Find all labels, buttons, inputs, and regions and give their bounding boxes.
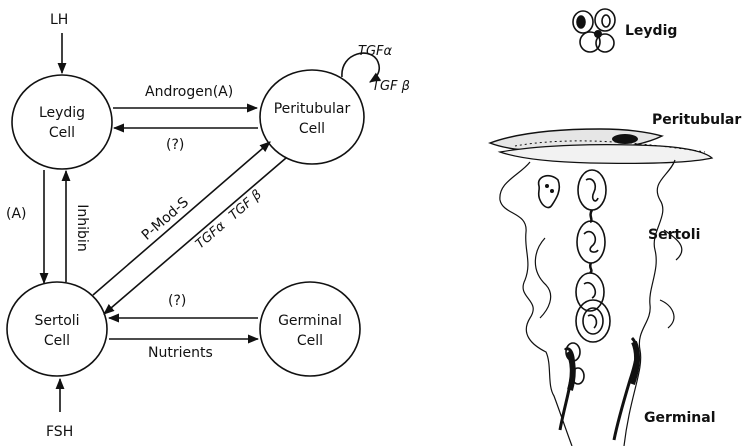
peritubular-illustration-label: Peritubular	[652, 112, 741, 128]
tubule-illustration: Leydig Peritubular Sertoli	[488, 8, 741, 446]
tgf-to-sertoli-arrow	[103, 157, 287, 315]
interaction-diagram: LH Leydig Cell Peritubular Cell Sertoli …	[6, 12, 410, 440]
peritubular-cell-label-line2: Cell	[299, 121, 325, 137]
sertoli-cell-outline	[499, 159, 683, 446]
unknown-top-label: (?)	[166, 137, 184, 153]
sertoli-cell-node: Sertoli Cell	[6, 281, 108, 377]
nutrients-label: Nutrients	[148, 345, 213, 361]
androgen-label: Androgen(A)	[145, 84, 233, 100]
leydig-cell-node: Leydig Cell	[11, 74, 113, 170]
sertoli-illustration-label: Sertoli	[648, 227, 700, 243]
tgf-self-loop-arrow	[341, 52, 381, 83]
sertoli-cell-label-line1: Sertoli	[34, 313, 79, 329]
germinal-illustration-label: Germinal	[644, 410, 716, 426]
small-cell-body	[537, 174, 561, 209]
germinal-cell-ellipse	[259, 281, 361, 377]
tgf-alpha-self-label: TGFα	[358, 44, 392, 59]
fsh-label: FSH	[46, 424, 73, 440]
peritubular-cell-node: Peritubular Cell	[259, 69, 365, 165]
germ-cell-column	[575, 169, 611, 343]
unknown-bottom-label: (?)	[168, 293, 186, 309]
sertoli-cell-ellipse	[6, 281, 108, 377]
lh-label: LH	[50, 12, 68, 28]
sertoli-cell-label-line2: Cell	[44, 333, 70, 349]
leydig-cell-label-line2: Cell	[49, 125, 75, 141]
germinal-sperm	[558, 336, 641, 441]
tgf-beta-self-label: TGF β	[372, 79, 410, 94]
germinal-cell-node: Germinal Cell	[259, 281, 361, 377]
pmods-arrow	[92, 141, 271, 296]
leydig-cell-label-line1: Leydig	[39, 105, 85, 121]
peritubular-cell-ellipse	[259, 69, 365, 165]
leydig-illustration-label: Leydig	[625, 23, 677, 39]
peritubular-cell-label-line1: Peritubular	[274, 101, 351, 117]
leydig-cell-cluster	[572, 8, 616, 53]
inhibin-label: Inhibin	[74, 204, 90, 251]
a-left-label: (A)	[6, 206, 27, 222]
pmods-label: P-Mod-S	[139, 194, 192, 243]
germinal-cell-label-line2: Cell	[297, 333, 323, 349]
leydig-cell-ellipse	[11, 74, 113, 170]
germinal-cell-label-line1: Germinal	[278, 313, 342, 329]
peritubular-cell-layer	[488, 128, 714, 164]
